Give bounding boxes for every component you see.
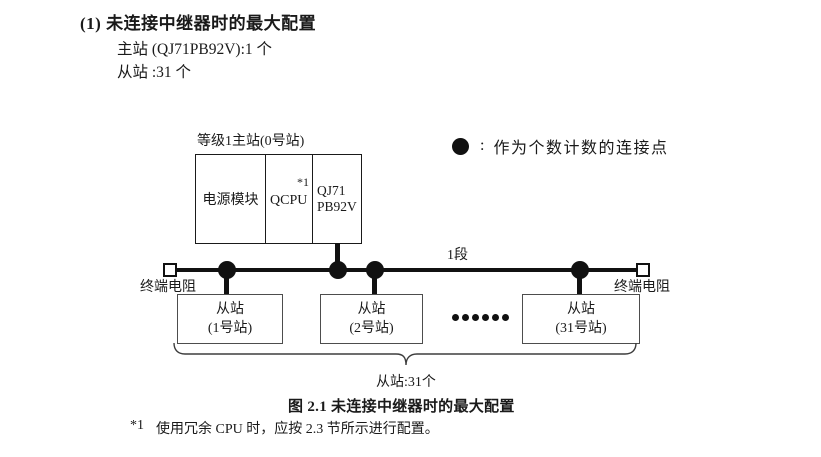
- footnote-text: 使用冗余 CPU 时，应按 2.3 节所示进行配置。: [156, 422, 439, 437]
- connection-dot-slave2: [366, 261, 384, 279]
- slave1-drop-line: [224, 270, 229, 295]
- slave-station-box-2: 从站 (2号站): [320, 294, 423, 344]
- ellipsis-dots: [452, 314, 509, 321]
- master-count-line: 主站 (QJ71PB92V):1 个: [117, 41, 273, 58]
- dot-icon: [472, 314, 479, 321]
- slave2-drop-line: [372, 270, 377, 295]
- cpu-label: QCPU: [270, 193, 308, 208]
- terminating-resistor-left-label: 终端电阻: [140, 280, 196, 295]
- slave1-label-line1: 从站: [216, 302, 244, 317]
- slave-total-label: 从站:31个: [376, 375, 436, 390]
- slave-station-box-1: 从站 (1号站): [177, 294, 283, 344]
- dot-icon: [452, 314, 459, 321]
- dot-icon: [502, 314, 509, 321]
- footnote: *1 使用冗余 CPU 时，应按 2.3 节所示进行配置。: [130, 418, 439, 438]
- connection-dot-slave1: [218, 261, 236, 279]
- master-station-box: 电源模块 *1 QCPU QJ71 PB92V: [195, 154, 362, 244]
- terminating-resistor-right-label: 终端电阻: [614, 280, 670, 295]
- connection-dot-slave31: [571, 261, 589, 279]
- cpu-footnote-ref: *1: [297, 175, 309, 189]
- brace-bracket: [173, 342, 637, 366]
- connection-point-icon: [452, 137, 469, 155]
- master-station-label: 等级1主站(0号站): [197, 134, 305, 149]
- footnote-marker: *1: [130, 418, 144, 433]
- slave31-label-line1: 从站: [567, 302, 595, 317]
- power-module-cell: 电源模块: [196, 155, 266, 243]
- legend: : 作为个数计数的连接点: [452, 134, 668, 158]
- legend-text: 作为个数计数的连接点: [493, 140, 669, 157]
- cpu-cell: *1 QCPU: [266, 155, 313, 243]
- network-module-cell: QJ71 PB92V: [313, 155, 361, 243]
- network-module-line1: QJ71: [317, 183, 346, 198]
- connection-dot-master: [329, 261, 347, 279]
- slave2-label-line2: (2号站): [349, 321, 394, 336]
- slave31-drop-line: [577, 270, 582, 295]
- slave-station-box-31: 从站 (31号站): [522, 294, 640, 344]
- master-drop-line: [335, 243, 340, 270]
- figure-caption: 图 2.1 未连接中继器时的最大配置: [288, 399, 515, 415]
- terminating-resistor-left-icon: [163, 263, 177, 277]
- terminating-resistor-right-icon: [636, 263, 650, 277]
- section-heading: (1) 未连接中继器时的最大配置: [80, 14, 317, 33]
- legend-separator: :: [480, 137, 485, 154]
- network-module-line2: PB92V: [317, 199, 357, 214]
- dot-icon: [492, 314, 499, 321]
- slave31-label-line2: (31号站): [555, 321, 607, 336]
- bus-segment-line: [177, 268, 636, 272]
- slave2-label-line1: 从站: [357, 302, 386, 317]
- dot-icon: [482, 314, 489, 321]
- dot-icon: [462, 314, 469, 321]
- slave-count-line: 从站 :31 个: [117, 64, 192, 81]
- segment-label: 1段: [447, 248, 468, 263]
- slave1-label-line2: (1号站): [207, 321, 253, 336]
